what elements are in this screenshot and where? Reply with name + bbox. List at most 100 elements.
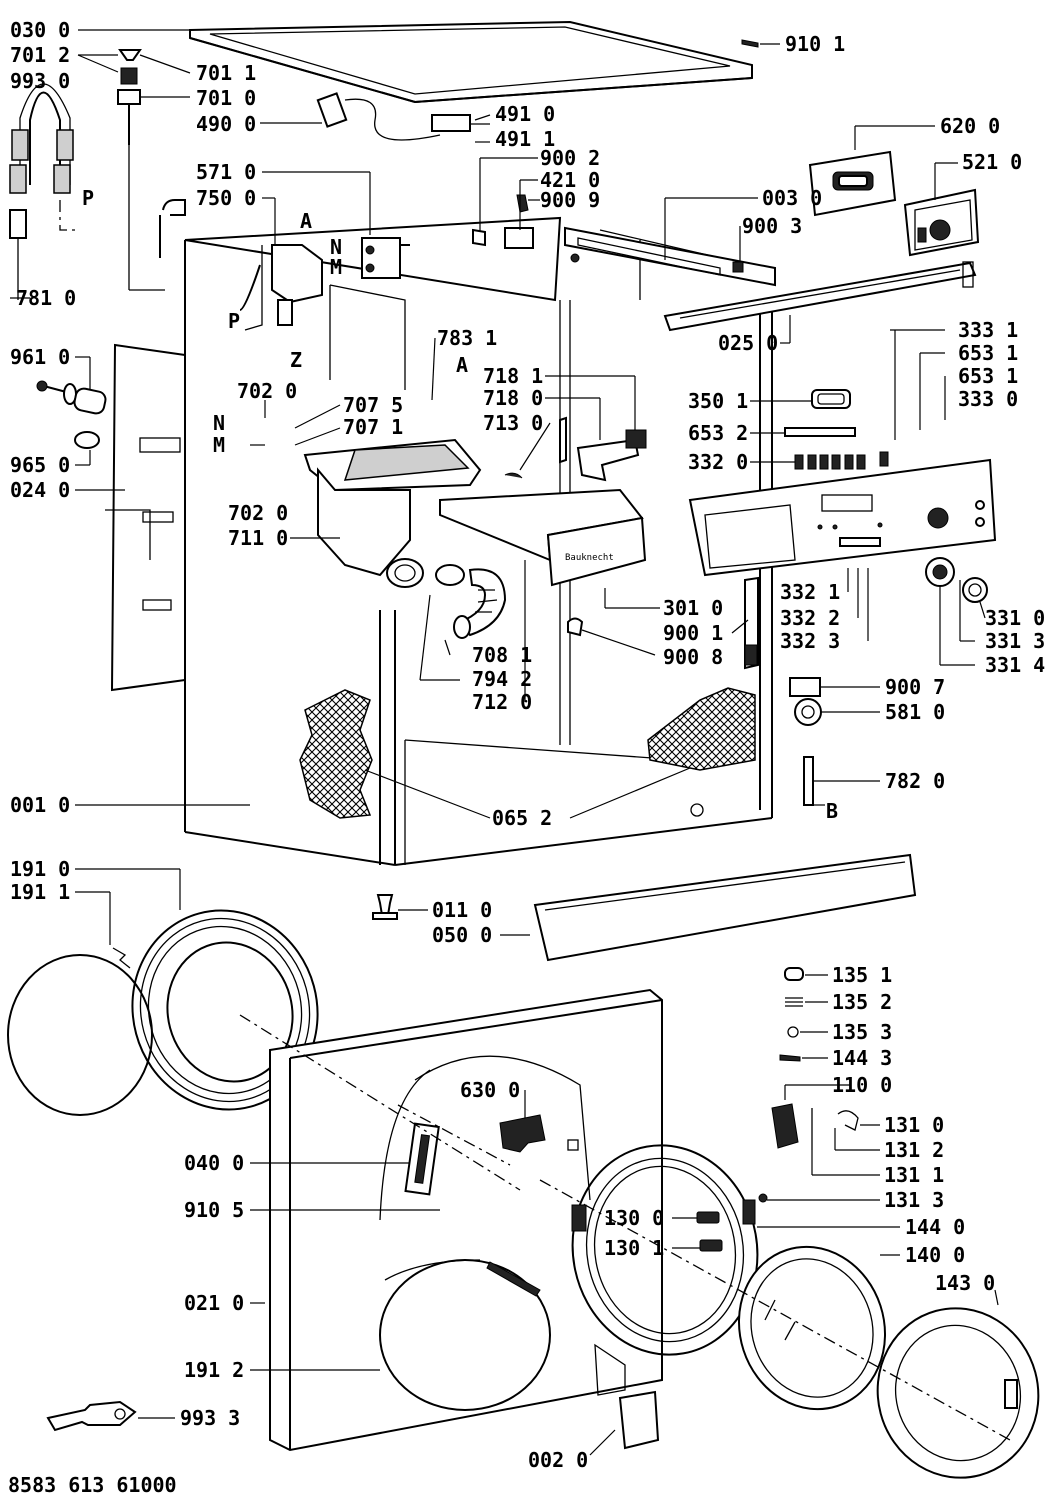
label-135-3: 135 3 xyxy=(832,1020,892,1044)
label-900-2: 900 2 xyxy=(540,146,600,170)
light-guide-653-2 xyxy=(784,427,856,437)
wiring-782 xyxy=(803,756,814,806)
marker-M-1: M xyxy=(330,255,342,279)
label-491-0: 491 0 xyxy=(495,102,555,126)
hinge-parts-130 xyxy=(696,1211,723,1252)
label-653-1-a: 653 1 xyxy=(958,341,1018,365)
label-781-0: 781 0 xyxy=(16,286,76,310)
label-782-0: 782 0 xyxy=(885,769,945,793)
label-030-0: 030 0 xyxy=(10,18,70,42)
label-712-0: 712 0 xyxy=(472,690,532,714)
label-040-0: 040 0 xyxy=(184,1151,244,1175)
door-lock-parts xyxy=(567,576,759,670)
knob-331 xyxy=(925,557,988,603)
label-521-0: 521 0 xyxy=(962,150,1022,174)
label-620-0: 620 0 xyxy=(940,114,1000,138)
label-331-4: 331 4 xyxy=(985,653,1045,677)
plinth xyxy=(533,853,917,962)
tray-brand-text: Bauknecht xyxy=(565,553,614,563)
label-993-0: 993 0 xyxy=(10,69,70,93)
screw-910-1 xyxy=(741,39,759,48)
label-140-0: 140 0 xyxy=(905,1243,965,1267)
label-910-1: 910 1 xyxy=(785,32,845,56)
label-333-1: 333 1 xyxy=(958,318,1018,342)
label-702-0-b: 702 0 xyxy=(228,501,288,525)
label-718-0: 718 0 xyxy=(483,386,543,410)
label-993-3: 993 3 xyxy=(180,1406,240,1430)
label-961-0: 961 0 xyxy=(10,345,70,369)
label-900-1: 900 1 xyxy=(663,621,723,645)
timer-module xyxy=(903,188,980,257)
drain-hose xyxy=(435,564,507,639)
label-002-0: 002 0 xyxy=(528,1448,588,1472)
door-handle xyxy=(758,1103,859,1203)
label-333-0: 333 0 xyxy=(958,387,1018,411)
marker-A-2: A xyxy=(456,353,468,377)
label-144-3: 144 3 xyxy=(832,1046,892,1070)
buttons-332-0 xyxy=(794,451,889,470)
label-065-2: 065 2 xyxy=(492,806,552,830)
adjustable-foot xyxy=(372,894,398,920)
label-191-0: 191 0 xyxy=(10,857,70,881)
label-131-0: 131 0 xyxy=(884,1113,944,1137)
label-900-9: 900 9 xyxy=(540,188,600,212)
box-A xyxy=(239,244,323,331)
marker-N-1: N xyxy=(330,235,342,259)
label-965-0: 965 0 xyxy=(10,453,70,477)
label-131-1: 131 1 xyxy=(884,1163,944,1187)
service-hatch xyxy=(618,1390,660,1450)
label-024-0: 024 0 xyxy=(10,478,70,502)
label-332-2: 332 2 xyxy=(780,606,840,630)
label-713-0: 713 0 xyxy=(483,411,543,435)
panel-window-350 xyxy=(811,389,851,409)
label-131-3: 131 3 xyxy=(884,1188,944,1212)
label-135-2: 135 2 xyxy=(832,990,892,1014)
door-inner-frame xyxy=(876,1307,1040,1479)
marker-M-2: M xyxy=(213,433,225,457)
inlet-hose-assembly xyxy=(9,83,75,300)
label-191-2: 191 2 xyxy=(184,1358,244,1382)
front-panel xyxy=(269,988,663,1452)
door-gasket xyxy=(7,909,319,1116)
top-panel xyxy=(189,20,753,104)
valve-caps xyxy=(117,49,165,291)
label-331-0: 331 0 xyxy=(985,606,1045,630)
label-701-1: 701 1 xyxy=(196,61,256,85)
label-708-1: 708 1 xyxy=(472,643,532,667)
label-003-0: 003 0 xyxy=(762,186,822,210)
label-144-0: 144 0 xyxy=(905,1215,965,1239)
marker-N-2: N xyxy=(213,411,225,435)
mains-cable xyxy=(316,92,490,141)
marker-P-2: P xyxy=(228,309,240,333)
panel-support-rail xyxy=(663,261,977,332)
label-350-1: 350 1 xyxy=(688,389,748,413)
label-707-1: 707 1 xyxy=(343,415,403,439)
label-701-2: 701 2 xyxy=(10,43,70,67)
siphon-caps xyxy=(504,416,647,482)
letter-markers: P P A A N M N M Z B xyxy=(82,186,838,823)
door-glass xyxy=(737,1245,887,1411)
label-050-0: 050 0 xyxy=(432,923,492,947)
label-718-1: 718 1 xyxy=(483,364,543,388)
marker-A-1: A xyxy=(300,209,312,233)
counterweight-bolt xyxy=(36,380,107,449)
label-653-1-b: 653 1 xyxy=(958,364,1018,388)
pressure-switch xyxy=(789,677,822,726)
label-653-2: 653 2 xyxy=(688,421,748,445)
marker-B: B xyxy=(826,799,838,823)
insulation-pads xyxy=(299,687,756,819)
label-332-0: 332 0 xyxy=(688,450,748,474)
label-794-2: 794 2 xyxy=(472,667,532,691)
label-191-1: 191 1 xyxy=(10,880,70,904)
dispenser-housing xyxy=(303,438,482,588)
label-011-0: 011 0 xyxy=(432,898,492,922)
label-143-0: 143 0 xyxy=(935,1271,995,1295)
label-702-0-a: 702 0 xyxy=(237,379,297,403)
label-707-5: 707 5 xyxy=(343,393,403,417)
control-panel xyxy=(688,458,997,577)
water-valve xyxy=(361,237,410,279)
label-021-0: 021 0 xyxy=(184,1291,244,1315)
drawer-tray: Bauknecht xyxy=(439,488,647,587)
label-135-1: 135 1 xyxy=(832,963,892,987)
